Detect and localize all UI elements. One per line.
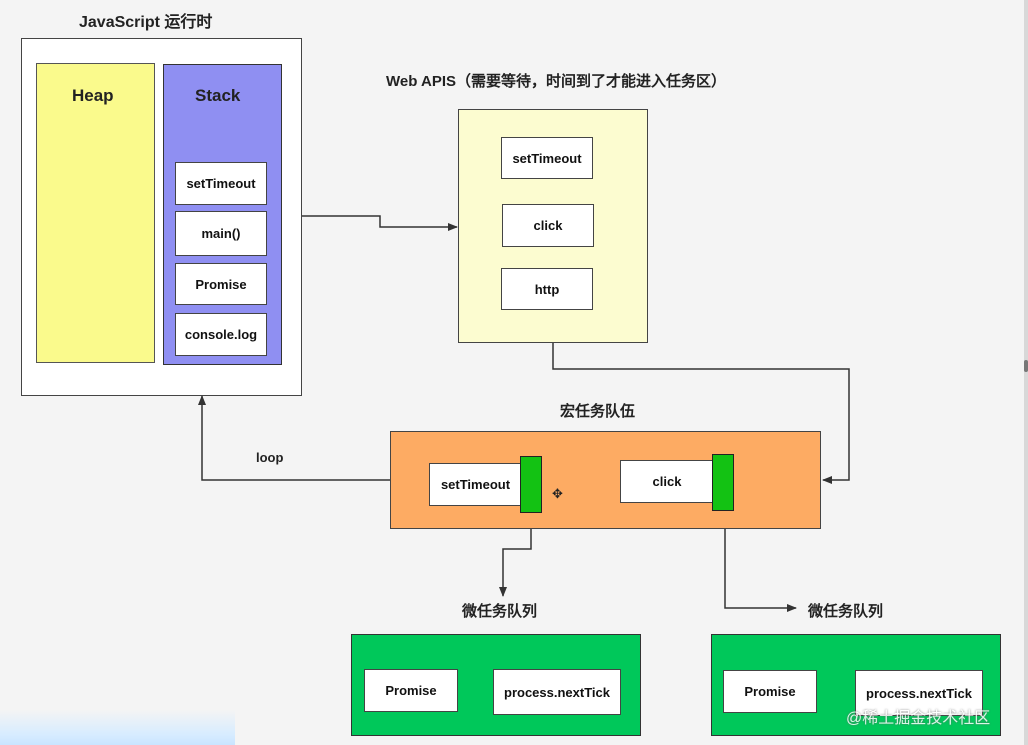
heap-label: Heap	[72, 86, 114, 105]
webapi-item-settimeout: setTimeout	[501, 137, 593, 179]
scrollbar-thumb[interactable]	[1024, 360, 1028, 372]
loop-label: loop	[256, 450, 284, 465]
watermark: @稀土掘金技术社区	[846, 710, 991, 727]
macro-click-marker	[712, 454, 734, 511]
micro-queue-2-promise: Promise	[723, 670, 817, 713]
stack-label: Stack	[195, 86, 241, 105]
micro-queue-1-nexttick: process.nextTick	[493, 669, 621, 715]
scrollbar[interactable]	[1024, 0, 1028, 745]
micro-queue-2-title: 微任务队列	[808, 603, 884, 620]
macro-queue-title: 宏任务队伍	[560, 403, 636, 420]
heap-box	[36, 63, 155, 363]
micro-queue-2-nexttick: process.nextTick	[855, 670, 983, 716]
arrow-settimeout-to-micro	[499, 513, 532, 597]
arrow-runtime-to-webapis	[302, 215, 458, 231]
arrow-webapis-to-macro	[552, 343, 850, 484]
macro-item-settimeout: setTimeout	[429, 463, 522, 506]
bottom-highlight	[0, 710, 235, 745]
micro-queue-1-title: 微任务队列	[462, 603, 538, 620]
macro-settimeout-marker	[520, 456, 542, 513]
webapis-title: Web APIS（需要等待，时间到了才能进入任务区）	[386, 73, 727, 90]
stack-item-settimeout: setTimeout	[175, 162, 267, 205]
micro-queue-1-promise: Promise	[364, 669, 458, 712]
arrow-click-to-micro	[724, 511, 797, 612]
macro-item-click: click	[620, 460, 714, 503]
stack-item-main: main()	[175, 211, 267, 256]
webapi-item-click: click	[502, 204, 594, 247]
arrow-loop-to-runtime	[198, 395, 390, 481]
cursor-icon: ✥	[552, 486, 563, 501]
webapi-item-http: http	[501, 268, 593, 310]
stack-item-console-log: console.log	[175, 313, 267, 356]
macro-queue-box	[390, 431, 821, 529]
runtime-title: JavaScript 运行时	[79, 14, 213, 31]
stack-item-promise: Promise	[175, 263, 267, 305]
